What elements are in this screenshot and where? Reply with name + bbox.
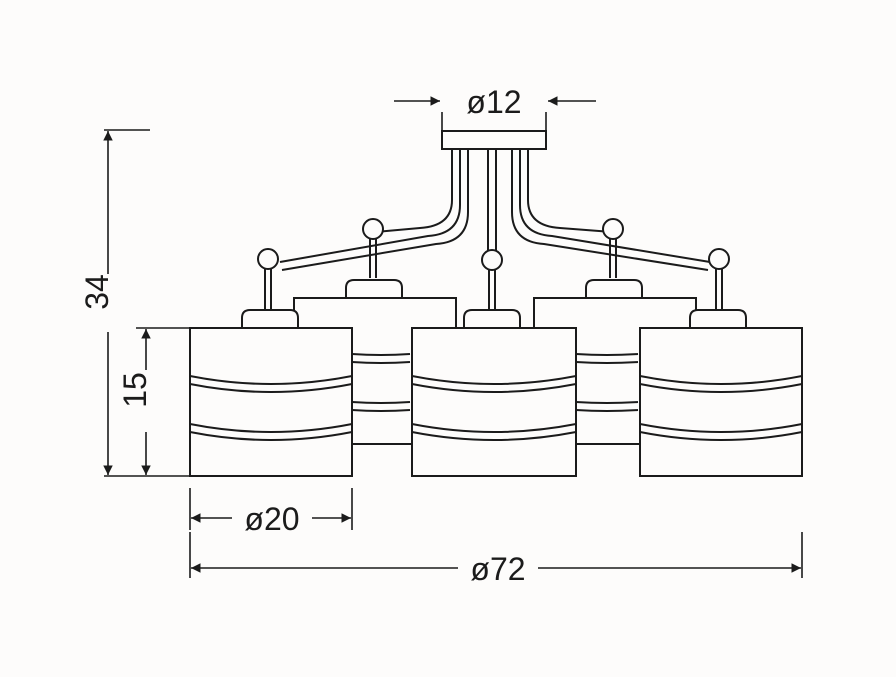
dim-shade-diameter: ø20	[244, 501, 299, 537]
dimension-lines	[103, 96, 803, 578]
canopy	[441, 130, 547, 150]
dim-total-height: 34	[79, 274, 115, 310]
dim-canopy-diameter: ø12	[466, 84, 521, 120]
ball-joints	[257, 218, 730, 271]
dim-total-diameter: ø72	[470, 551, 525, 587]
shade-bands	[189, 353, 803, 441]
lamp-arms	[279, 149, 711, 271]
dim-shade-height: 15	[117, 372, 153, 408]
front-shades	[189, 309, 803, 477]
stems	[264, 239, 723, 310]
